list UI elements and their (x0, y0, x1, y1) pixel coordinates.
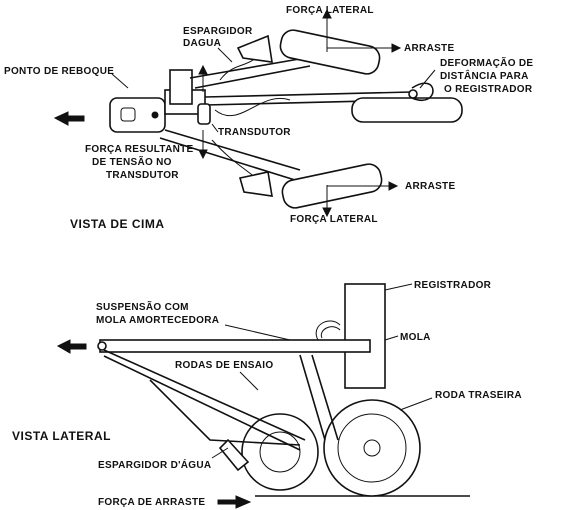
tow-hitch-eye (120, 107, 136, 122)
spring-coil-2 (320, 326, 341, 339)
title-vista-de-cima: VISTA DE CIMA (70, 217, 165, 231)
deformation-link (411, 82, 434, 101)
label-forca-arraste: FORÇA DE ARRASTE (98, 497, 205, 508)
frame-block (169, 69, 193, 105)
lower-arm-top (164, 129, 301, 171)
test-wheel-side-back (241, 413, 319, 491)
leader-espargidor-side (211, 447, 229, 459)
transducer-body (197, 103, 211, 125)
tow-hitch-pin (151, 111, 159, 119)
label-arraste-top: ARRASTE (404, 43, 454, 54)
sprayer-side (218, 438, 250, 472)
test-wheel-upper (279, 29, 381, 75)
test-wheel-side-hub (259, 431, 301, 473)
rear-wheel-hub (363, 439, 381, 457)
rear-wheel-rim (337, 413, 407, 483)
rear-beam-top (204, 91, 413, 98)
strut-1 (299, 354, 326, 441)
lateral-force-arrowhead-upper (322, 8, 332, 19)
leader-deformacao (419, 69, 436, 89)
label-registrador: REGISTRADOR (414, 280, 492, 291)
label-espargidor-1: ESPARGIDOR (183, 26, 253, 37)
hitch-eye-side (97, 341, 107, 351)
strut-2 (311, 354, 339, 441)
leader-registrador (384, 283, 413, 291)
side-arm-2 (103, 355, 301, 451)
label-suspensao-2: MOLA AMORTECEDORA (96, 315, 219, 326)
label-forca-resultante-3: TRANSDUTOR (106, 170, 179, 181)
label-rodas-ensaio: RODAS DE ENSAIO (175, 360, 273, 371)
label-forca-lateral-bottom: FORÇA LATERAL (290, 214, 378, 225)
label-deformacao-3: O REGISTRADOR (444, 84, 533, 95)
leader-mola (384, 335, 399, 341)
label-espargidor-side: ESPARGIDOR D'ÁGUA (98, 458, 211, 471)
leader-espargidor (217, 47, 233, 63)
label-forca-resultante-1: FORÇA RESULTANTE (85, 144, 194, 155)
tow-hitch-body (109, 97, 166, 133)
drag-force-arrow-icon (217, 495, 252, 509)
label-deformacao-2: DISTÂNCIA PARA (440, 69, 529, 82)
lateral-force-arrowhead-lower (322, 207, 332, 218)
top-view: FORÇA LATERAL ARRASTE ESPARGIDOR DAGUA P… (4, 5, 533, 231)
leader-rodas (239, 371, 259, 391)
side-direction-arrow-icon (56, 339, 87, 354)
label-espargidor-2: DAGUA (183, 38, 221, 49)
recorder-box (344, 283, 386, 389)
registrador-pin (408, 89, 418, 99)
side-view: REGISTRADOR SUSPENSÃO COM MOLA AMORTECED… (12, 280, 522, 509)
label-roda-traseira: RODA TRASEIRA (435, 390, 522, 401)
upper-arm-top (189, 57, 306, 79)
sprayer-lower (238, 171, 273, 197)
label-ponto-reboque: PONTO DE REBOQUE (4, 66, 114, 77)
title-vista-lateral: VISTA LATERAL (12, 429, 111, 443)
label-forca-resultante-2: DE TENSÃO NO (92, 155, 172, 168)
hose-1 (214, 97, 291, 117)
direction-arrow-icon (53, 111, 85, 126)
label-forca-lateral-top: FORÇA LATERAL (286, 5, 374, 16)
side-arm-1 (103, 349, 306, 441)
lower-arm-bottom (159, 137, 296, 181)
drag-arrowhead-upper (391, 43, 402, 53)
spring-coil-1 (315, 320, 341, 341)
leader-ponto-reboque (111, 73, 129, 89)
label-deformacao-1: DEFORMAÇÃO DE (440, 56, 533, 69)
label-mola: MOLA (400, 332, 431, 343)
leader-suspensao (224, 324, 291, 341)
upper-arm-bottom (194, 65, 311, 89)
resultant-arrowhead-up (198, 64, 208, 75)
main-beam (99, 339, 371, 353)
sprayer-upper (236, 34, 273, 63)
label-transdutor: TRANSDUTOR (218, 127, 291, 138)
resultant-arrowhead-down (198, 149, 208, 160)
label-suspensao-1: SUSPENSÃO COM (96, 300, 189, 313)
rear-wheel-top-view (351, 97, 463, 123)
side-arm-3 (149, 379, 301, 446)
leader-transdutor (211, 123, 219, 133)
label-arraste-bottom: ARRASTE (405, 181, 455, 192)
drag-arrowhead-lower (388, 181, 399, 191)
leader-roda-traseira (399, 397, 433, 411)
